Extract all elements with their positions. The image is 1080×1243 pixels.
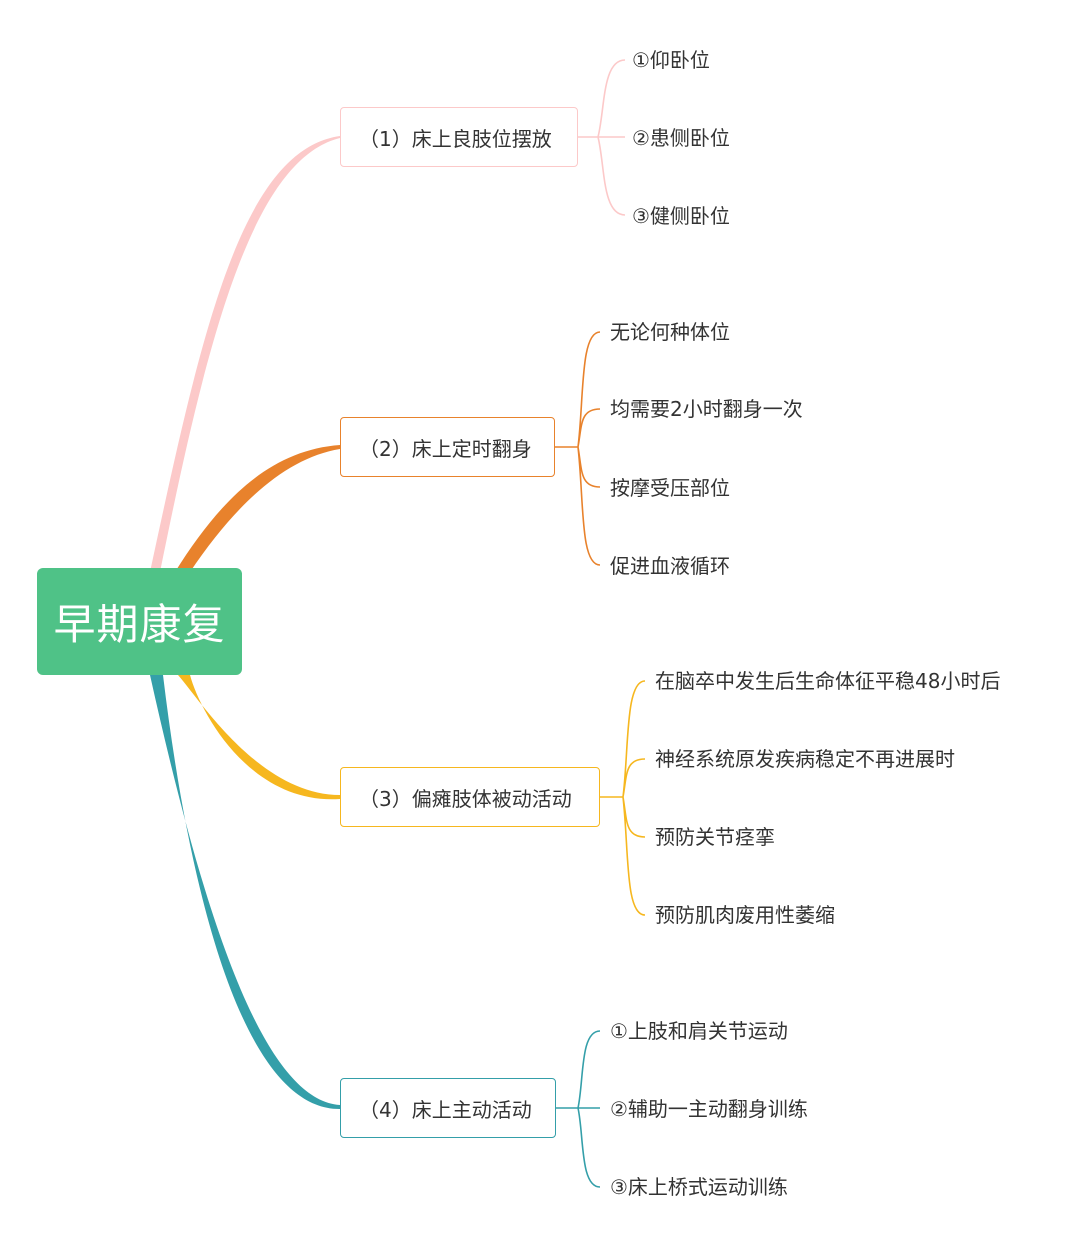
leaf-3-2[interactable]: 神经系统原发疾病稳定不再进展时 bbox=[655, 747, 955, 771]
leaf-1-1[interactable]: ①仰卧位 bbox=[632, 48, 710, 72]
root-node[interactable]: 早期康复 bbox=[37, 568, 242, 675]
leaf-3-4[interactable]: 预防肌肉废用性萎缩 bbox=[655, 903, 835, 927]
root-label: 早期康复 bbox=[53, 600, 226, 649]
branch-1-label: （1）床上良肢位摆放 bbox=[359, 126, 552, 151]
branch-2-connector bbox=[175, 445, 340, 572]
leaf-2-3[interactable]: 按摩受压部位 bbox=[610, 476, 730, 500]
branch-node-4[interactable]: （4）床上主动活动 bbox=[340, 1078, 556, 1138]
branch-1-connector bbox=[150, 136, 340, 572]
branch-node-2[interactable]: （2）床上定时翻身 bbox=[340, 417, 555, 477]
leaf-1-3[interactable]: ③健侧卧位 bbox=[632, 204, 730, 228]
leaf-1-2[interactable]: ②患侧卧位 bbox=[632, 126, 730, 150]
leaf-2-4[interactable]: 促进血液循环 bbox=[610, 554, 730, 578]
leaf-2-2[interactable]: 均需要2小时翻身一次 bbox=[610, 397, 803, 421]
branch-4-label: （4）床上主动活动 bbox=[359, 1097, 532, 1122]
branch-node-1[interactable]: （1）床上良肢位摆放 bbox=[340, 107, 578, 167]
branch-node-3[interactable]: （3）偏瘫肢体被动活动 bbox=[340, 767, 600, 827]
branch-3-connector bbox=[178, 675, 340, 800]
leaf-2-1[interactable]: 无论何种体位 bbox=[610, 320, 730, 344]
branch-4-connector bbox=[150, 675, 340, 1110]
branch-2-bracket bbox=[555, 331, 601, 566]
branch-2-label: （2）床上定时翻身 bbox=[359, 436, 532, 461]
leaf-3-1[interactable]: 在脑卒中发生后生命体征平稳48小时后 bbox=[655, 669, 1001, 693]
leaf-4-1[interactable]: ①上肢和肩关节运动 bbox=[610, 1019, 788, 1043]
leaf-4-3[interactable]: ③床上桥式运动训练 bbox=[610, 1175, 788, 1199]
branch-3-bracket bbox=[600, 680, 646, 916]
branch-1-bracket bbox=[578, 59, 626, 216]
leaf-3-3[interactable]: 预防关节痉挛 bbox=[655, 825, 775, 849]
branch-3-label: （3）偏瘫肢体被动活动 bbox=[359, 786, 572, 811]
leaf-4-2[interactable]: ②辅助一主动翻身训练 bbox=[610, 1097, 808, 1121]
branch-4-bracket bbox=[556, 1030, 601, 1188]
